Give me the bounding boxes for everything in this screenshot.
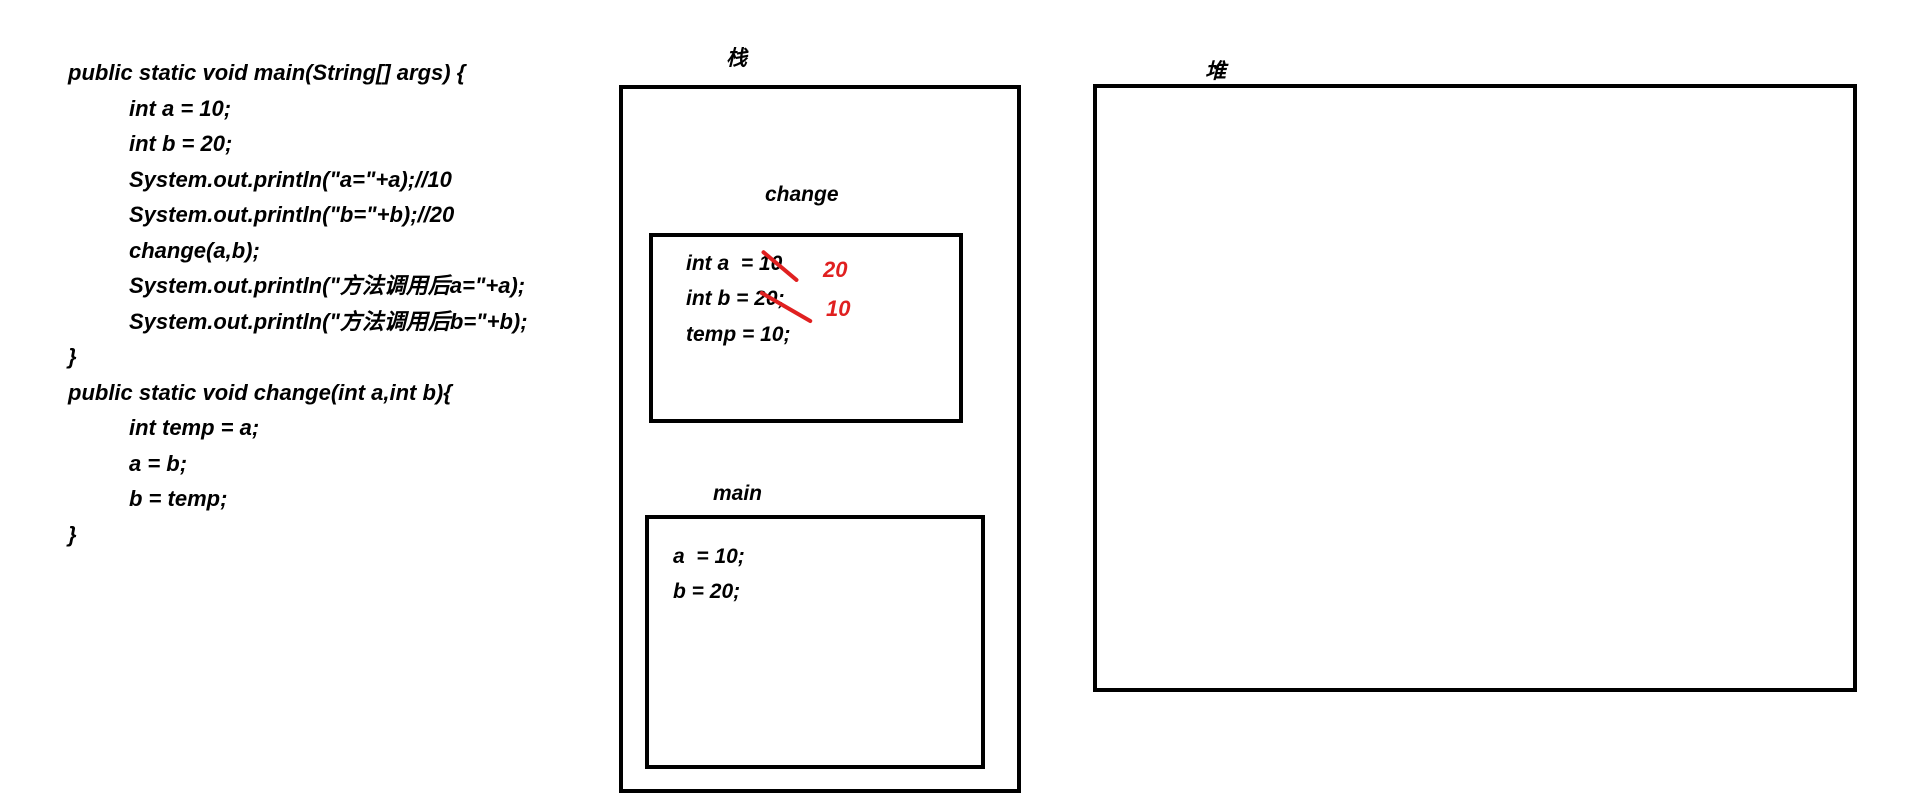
code-line: int a = 10; <box>129 95 232 121</box>
change-new-value-b: 10 <box>826 296 851 321</box>
code-line: public static void main(String[] args) { <box>68 60 466 85</box>
code-line: System.out.println("方法调用后a="+a); <box>129 273 526 298</box>
change-frame-label: change <box>765 183 839 206</box>
change-new-value-a: 20 <box>823 257 848 282</box>
code-line: b = temp; <box>129 486 228 511</box>
stack-title: 栈 <box>726 47 747 70</box>
main-frame-box <box>645 515 985 769</box>
change-var-temp: temp = 10; <box>686 323 791 346</box>
change-var-a: int a = 10 <box>686 252 783 275</box>
main-frame-label: main <box>713 482 763 505</box>
code-listing: public static void main(String[] args) {… <box>68 55 528 552</box>
code-line: int temp = a; <box>129 415 260 440</box>
main-var-b: b = 20; <box>673 580 741 603</box>
code-line: System.out.println("a="+a);//10 <box>129 166 452 192</box>
code-line: } <box>68 521 77 547</box>
heap-title: 堆 <box>1205 60 1226 83</box>
code-line: public static void change(int a,int b){ <box>68 379 452 405</box>
code-line: int b = 20; <box>129 131 233 156</box>
heap-box <box>1093 84 1857 692</box>
code-line: } <box>68 344 77 369</box>
code-line: change(a,b); <box>129 237 260 263</box>
code-line: System.out.println("b="+b);//20 <box>129 202 455 227</box>
main-var-a: a = 10; <box>673 545 745 568</box>
code-line: System.out.println("方法调用后b="+b); <box>129 308 528 334</box>
code-line: a = b; <box>129 450 188 476</box>
change-frame-box <box>649 233 963 423</box>
stack-box <box>619 85 1021 793</box>
